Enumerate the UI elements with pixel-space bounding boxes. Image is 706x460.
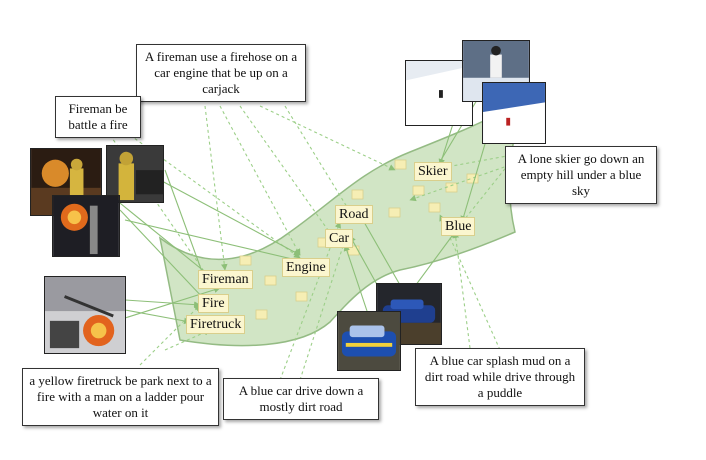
word-engine: Engine	[282, 258, 330, 277]
word-skier: Skier	[414, 162, 452, 181]
word-firetruck: Firetruck	[186, 315, 246, 334]
photo-firetruck	[44, 276, 126, 354]
photo-fireman-truck	[106, 145, 164, 203]
photo-skier-1	[405, 60, 473, 126]
caption-firehose: A fireman use a firehose on a car engine…	[136, 44, 306, 102]
word-fire: Fire	[198, 294, 229, 313]
word-car: Car	[325, 229, 354, 248]
caption-dirt-road: A blue car drive down a mostly dirt road	[223, 378, 379, 420]
caption-arrows	[109, 105, 541, 381]
caption-fireman-battle: Fireman be battle a fire	[55, 96, 141, 138]
word-road: Road	[335, 205, 373, 224]
caption-splash: A blue car splash mud on a dirt road whi…	[415, 348, 585, 406]
photo-fire-ladder	[52, 195, 120, 257]
photo-skier-3	[482, 82, 546, 144]
caption-firetruck: a yellow firetruck be park next to a fir…	[22, 368, 219, 426]
word-blue: Blue	[441, 217, 476, 236]
caption-skier: A lone skier go down an empty hill under…	[505, 146, 657, 204]
manifold-patches	[239, 159, 479, 320]
word-fireman: Fireman	[198, 270, 253, 289]
photo-blue-rally-car	[337, 311, 401, 371]
